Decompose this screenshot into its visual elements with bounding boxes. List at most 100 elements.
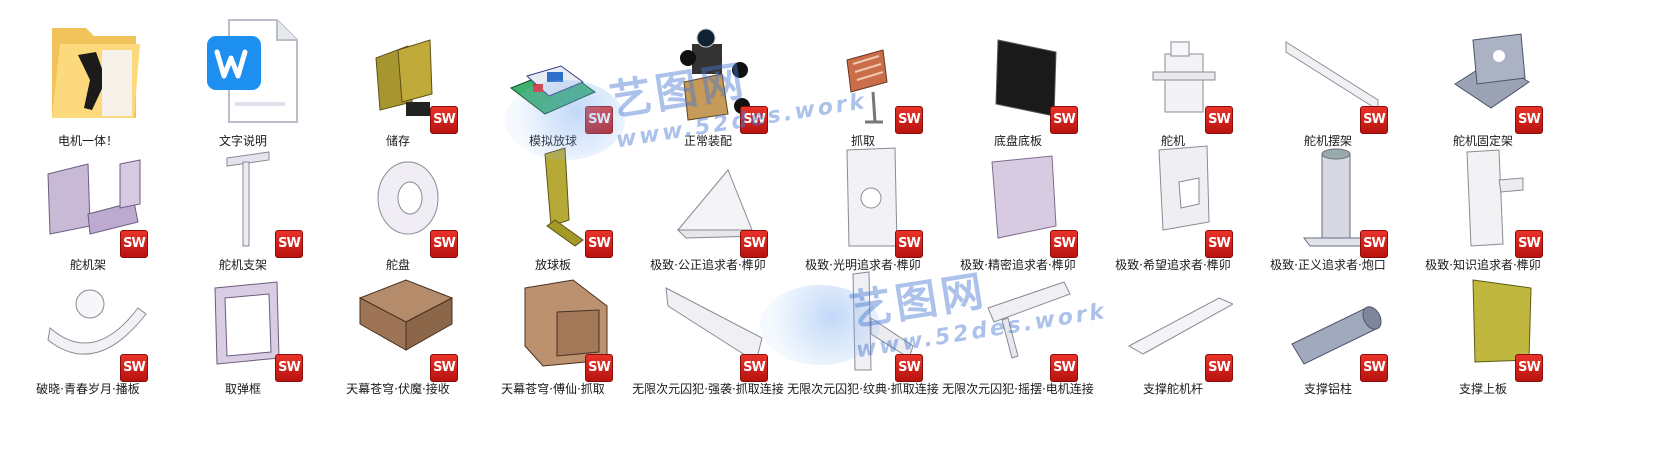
solidworks-file-icon [193, 258, 303, 376]
file-name-label: 极致·知识追求者·榫卯 [1425, 258, 1541, 272]
solidworks-file-icon [1123, 258, 1233, 376]
solidworks-badge-icon: SW [1050, 230, 1078, 258]
file-name-label: 底盘底板 [993, 134, 1042, 148]
solidworks-file-icon [348, 258, 458, 376]
solidworks-badge-icon: SW [740, 230, 768, 258]
file-item[interactable]: SW 放球板 [483, 134, 623, 272]
file-name-label: 支撑上板 [1458, 382, 1507, 396]
solidworks-badge-icon: SW [1360, 230, 1388, 258]
solidworks-badge-icon: SW [120, 354, 148, 382]
file-item[interactable]: SW 抓取 [793, 10, 933, 148]
file-name-label: 舵机 [1160, 134, 1185, 148]
file-name-label: 极致·希望追求者·榫卯 [1115, 258, 1231, 272]
solidworks-badge-icon: SW [1205, 354, 1233, 382]
solidworks-badge-icon: SW [275, 354, 303, 382]
solidworks-file-icon [38, 258, 148, 376]
file-name-label: 极致·正义追求者·炮口 [1270, 258, 1386, 272]
file-name-label: 模拟放球 [473, 134, 633, 149]
solidworks-badge-icon: SW [430, 230, 458, 258]
watermark-globe-icon [505, 80, 625, 160]
solidworks-file-icon [193, 134, 303, 252]
solidworks-badge-icon: SW [1205, 106, 1233, 134]
solidworks-file-icon [503, 258, 613, 376]
solidworks-badge-icon: SW [1050, 354, 1078, 382]
watermark-globe-icon [760, 285, 880, 365]
solidworks-badge-icon: SW [585, 230, 613, 258]
file-name-label: 舵机摆架 [1303, 134, 1352, 148]
file-name-label: 极致·公正追求者·榫卯 [650, 258, 766, 272]
solidworks-badge-icon: SW [895, 230, 923, 258]
file-name-label: 破晓·青春岁月·播板 [36, 382, 140, 396]
solidworks-badge-icon: SW [275, 230, 303, 258]
file-name-label: 无限次元囚犯·摇摆·电机连接 [942, 382, 1094, 396]
solidworks-badge-icon: SW [585, 354, 613, 382]
solidworks-badge-icon: SW [430, 106, 458, 134]
file-name-label: 舵机支架 [218, 258, 267, 272]
file-name-label: 文字说明 [218, 134, 267, 148]
solidworks-badge-icon: SW [585, 106, 613, 134]
wps-document-icon [193, 10, 303, 128]
file-item[interactable]: 文字说明 [173, 10, 313, 148]
solidworks-file-icon [968, 134, 1078, 252]
file-name-label: 取弹框 [224, 382, 261, 396]
file-name-label: 电机一体！ [57, 134, 118, 148]
solidworks-file-icon [348, 10, 458, 128]
solidworks-file-icon [1123, 134, 1233, 252]
solidworks-file-icon [503, 10, 613, 128]
file-name-label: 天幕苍穹·傅仙·抓取 [501, 382, 605, 396]
solidworks-badge-icon: SW [740, 354, 768, 382]
file-name-label: 舵机固定架 [1452, 134, 1513, 148]
file-name-label: 舵盘 [385, 258, 410, 272]
file-item[interactable]: SW 舵盘 [328, 134, 468, 272]
solidworks-file-icon [968, 258, 1078, 376]
file-name-label: 抓取 [850, 134, 875, 148]
solidworks-file-icon [348, 134, 458, 252]
file-name-label: 极致·精密追求者·榫卯 [960, 258, 1076, 272]
solidworks-file-icon [658, 134, 768, 252]
solidworks-badge-icon: SW [895, 106, 923, 134]
solidworks-badge-icon: SW [740, 106, 768, 134]
solidworks-file-icon [813, 10, 923, 128]
solidworks-badge-icon: SW [1515, 230, 1543, 258]
solidworks-file-icon [1278, 258, 1388, 376]
solidworks-badge-icon: SW [1360, 106, 1388, 134]
solidworks-file-icon [38, 134, 148, 252]
file-item[interactable]: SW 取弹框 [173, 258, 313, 396]
file-name-label: 支撑铝柱 [1303, 382, 1352, 396]
solidworks-badge-icon: SW [430, 354, 458, 382]
solidworks-file-icon [1278, 134, 1388, 252]
file-item[interactable]: SW模拟放球 [483, 10, 623, 148]
file-name-label: 舵机架 [69, 258, 106, 272]
file-name-label: 无限次元囚犯·强袭·抓取连接 [632, 382, 784, 396]
solidworks-file-icon [1433, 134, 1543, 252]
file-item[interactable]: SW 舵机支架 [173, 134, 313, 272]
file-name-label: 放球板 [534, 258, 571, 272]
file-item[interactable]: SW 舵机 [1103, 10, 1243, 148]
solidworks-file-icon [1433, 10, 1543, 128]
file-item[interactable]: SW 舵机摆架 [1258, 10, 1398, 148]
file-name-label: 无限次元囚犯·纹典·抓取连接 [787, 382, 939, 396]
file-item[interactable]: 电机一体！ [18, 10, 158, 148]
file-name-label: 支撑舵机杆 [1142, 382, 1203, 396]
